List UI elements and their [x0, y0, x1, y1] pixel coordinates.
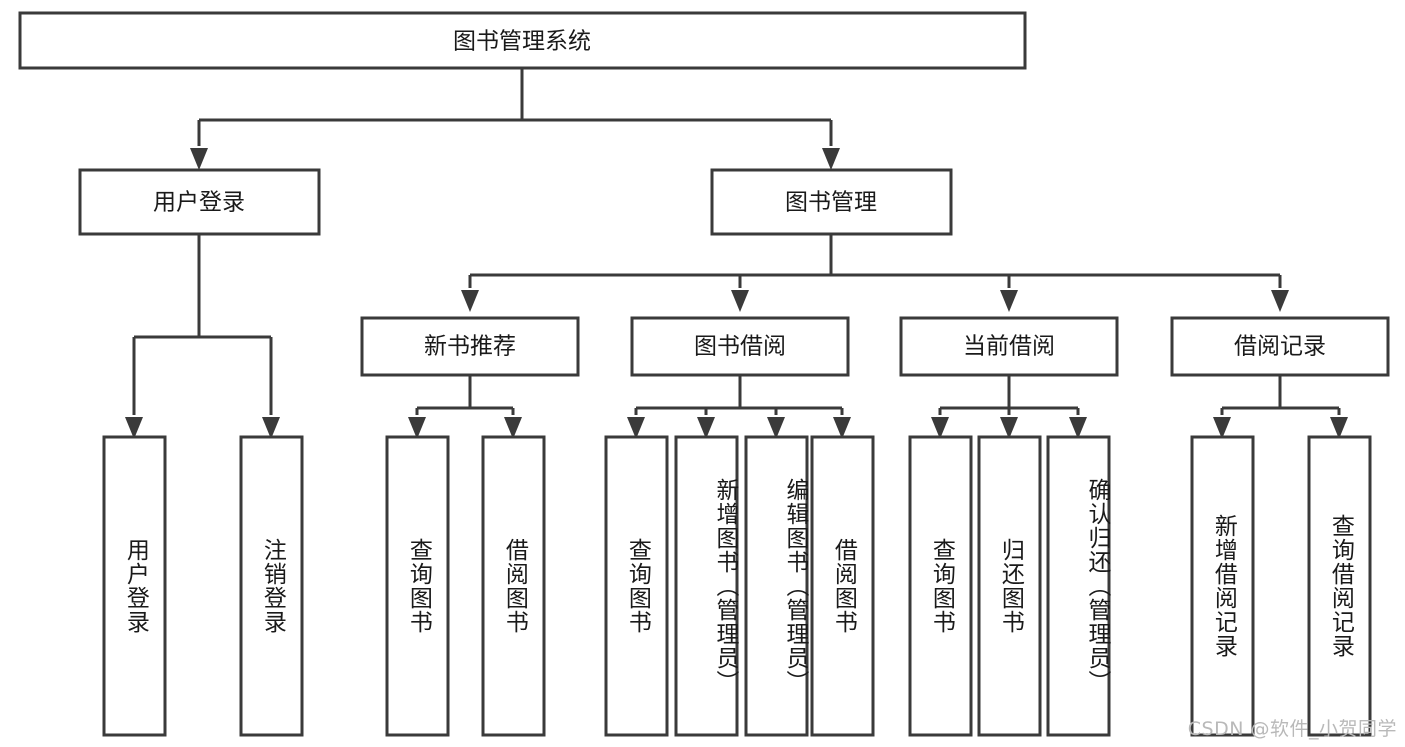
node-leaf-query-borrow-record[interactable]	[1307, 435, 1372, 737]
node-leaf-borrow-book-1[interactable]	[481, 435, 546, 737]
node-leaf-add-book-admin[interactable]	[674, 435, 739, 737]
node-root-book-management-system[interactable]	[18, 11, 1027, 70]
node-leaf-logout[interactable]	[239, 435, 304, 737]
node-level1-user-login-label: 用户登录	[153, 190, 245, 216]
connector-root-to-level1	[190, 68, 840, 170]
connector-current-borrow-to-leaves	[931, 375, 1087, 439]
connector-new-book-recommend-to-leaves	[408, 375, 522, 439]
node-level1-book-management-label: 图书管理	[785, 190, 877, 216]
connector-book-borrow-to-leaves	[627, 375, 851, 439]
node-level2-current-borrow-label: 当前借阅	[963, 334, 1055, 360]
csdn-watermark: CSDN @软件_小贺同学	[1187, 718, 1397, 740]
node-leaf-query-book-3[interactable]	[908, 435, 973, 737]
node-root-label: 图书管理系统	[453, 29, 591, 55]
node-level2-new-book-recommend[interactable]	[360, 316, 580, 377]
connector-book-management-to-level2	[461, 234, 1289, 312]
connector-borrow-record-to-leaves	[1213, 375, 1348, 439]
node-leaf-query-book-1[interactable]	[385, 435, 450, 737]
node-level2-book-borrow[interactable]	[630, 316, 850, 377]
node-leaf-edit-book-admin[interactable]	[744, 435, 809, 737]
node-leaf-add-borrow-record[interactable]	[1190, 435, 1255, 737]
node-level1-book-management[interactable]	[710, 168, 953, 236]
node-level2-borrow-record[interactable]	[1170, 316, 1390, 377]
node-level1-user-login[interactable]	[78, 168, 321, 236]
node-level2-current-borrow[interactable]	[899, 316, 1119, 377]
connector-user-login-to-leaves	[125, 234, 280, 439]
node-leaf-confirm-return-admin[interactable]	[1046, 435, 1111, 737]
node-level2-book-borrow-label: 图书借阅	[694, 334, 786, 360]
node-leaf-query-book-2[interactable]	[604, 435, 669, 737]
node-leaf-borrow-book-2[interactable]	[810, 435, 875, 737]
node-level2-new-book-recommend-label: 新书推荐	[424, 334, 516, 360]
node-level2-borrow-record-label: 借阅记录	[1234, 334, 1326, 360]
node-leaf-return-book[interactable]	[977, 435, 1042, 737]
node-leaf-user-login[interactable]	[102, 435, 167, 737]
